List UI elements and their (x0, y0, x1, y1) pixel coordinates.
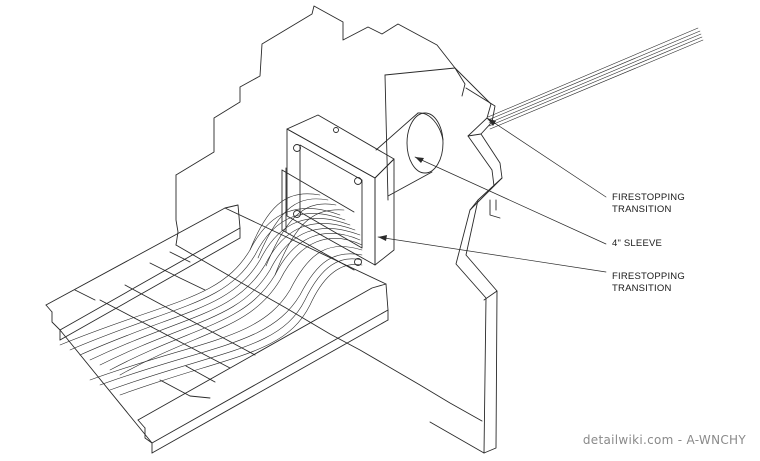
callout-line: TRANSITION (612, 204, 672, 215)
cable-bundle (59, 193, 363, 396)
bolt-icon (333, 127, 339, 133)
arrowhead-icon (378, 235, 387, 241)
cable-tray (45, 204, 389, 454)
callout-line: TRANSITION (612, 283, 672, 294)
callout-firestopping-transition-top: FIRESTOPPING TRANSITION (612, 192, 685, 216)
callout-sleeve: 4" SLEEVE (612, 238, 662, 250)
callout-line: 4" SLEEVE (612, 238, 663, 249)
leader-lines (377, 117, 607, 273)
sleeve-cylinder (375, 112, 444, 197)
cables-through-wall (487, 27, 704, 130)
arrowhead-icon (415, 157, 424, 163)
bolt-icon (293, 144, 301, 152)
arrowhead-icon (487, 118, 496, 126)
wall-slab (175, 5, 503, 454)
watermark: detailwiki.com - A-WNCHY (582, 433, 746, 447)
bolt-icon (354, 177, 362, 185)
bolt-icon (354, 258, 362, 266)
callout-line: FIRESTOPPING (612, 271, 685, 282)
callout-firestopping-transition-bottom: FIRESTOPPING TRANSITION (612, 271, 685, 295)
callout-line: FIRESTOPPING (612, 192, 685, 203)
bolt-icon (293, 210, 301, 218)
